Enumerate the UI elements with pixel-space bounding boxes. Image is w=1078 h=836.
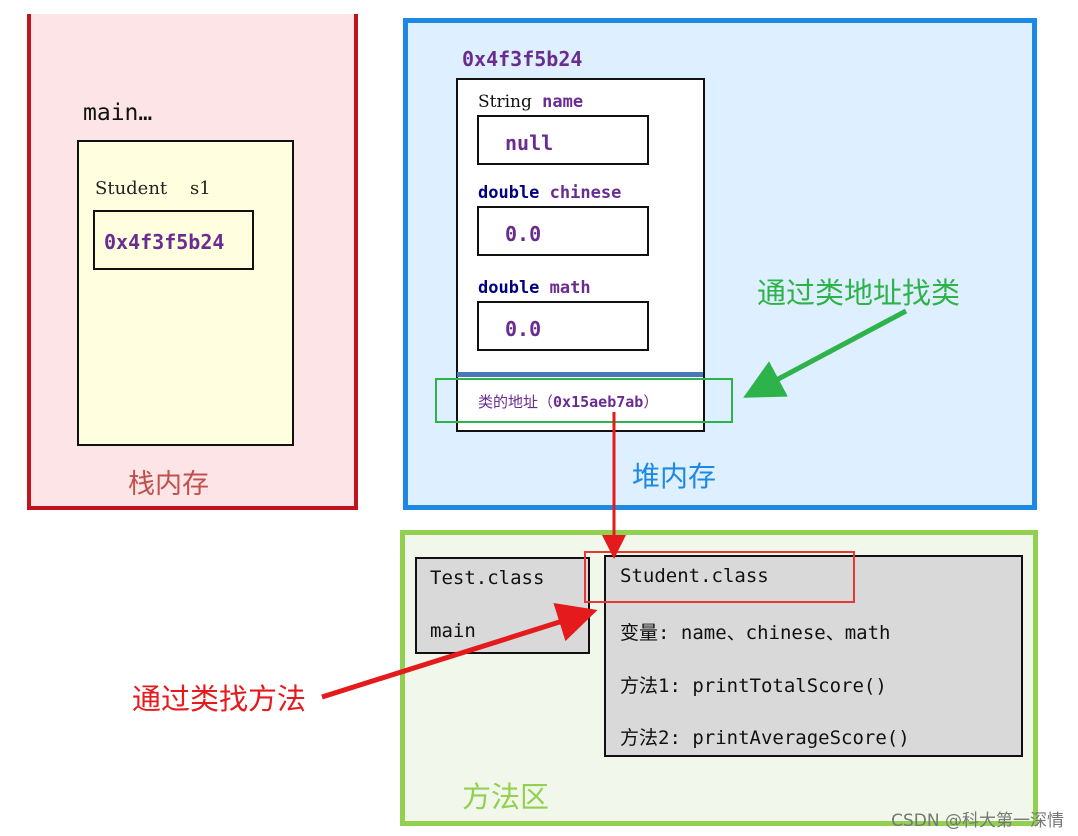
field-value-name: null	[505, 131, 554, 155]
main-stack-frame	[77, 140, 294, 446]
find-class-arrow	[743, 308, 908, 398]
credit-watermark: CSDN @科大第一深情	[891, 811, 1064, 831]
stack-function-label: main…	[83, 100, 153, 126]
field-value-box-name	[477, 115, 649, 165]
class-address-label: 类的地址（	[478, 393, 554, 411]
variable-value-box	[93, 210, 254, 270]
class-address: 类的地址（0x15aeb7ab）	[478, 391, 658, 412]
field-name: math	[549, 278, 591, 298]
student-class-method1: 方法1: printTotalScore()	[620, 675, 887, 697]
field-name: chinese	[549, 183, 622, 203]
method-area-label: 方法区	[462, 780, 550, 814]
class-address-value: 0x15aeb7ab	[553, 393, 644, 411]
student-class-variables: 变量: name、chinese、math	[620, 622, 891, 644]
field-value-box-math	[477, 301, 649, 351]
find-class-annotation: 通过类地址找类	[757, 276, 961, 310]
field-label-name: String name	[478, 92, 583, 112]
variable-value: 0x4f3f5b24	[104, 230, 225, 254]
class-address-close: ）	[643, 393, 659, 411]
find-method-arrow	[321, 602, 598, 700]
stack-region-label: 栈内存	[128, 469, 209, 500]
field-value-chinese: 0.0	[505, 222, 542, 246]
object-address: 0x4f3f5b24	[462, 47, 583, 71]
student-class-method2: 方法2: printAverageScore()	[620, 727, 910, 749]
student-class-box	[604, 555, 1023, 757]
field-value-box-chinese	[477, 206, 649, 256]
field-type: String	[478, 92, 532, 112]
variable-declaration: Student s1	[95, 178, 211, 199]
field-value-math: 0.0	[505, 317, 542, 341]
class-address-highlight	[435, 378, 733, 423]
field-label-chinese: double chinese	[478, 183, 621, 203]
heap-region-label: 堆内存	[632, 460, 717, 493]
field-name: name	[542, 92, 584, 112]
test-class-name: Test.class	[430, 567, 545, 589]
object-separator	[457, 372, 703, 377]
field-type: double	[478, 278, 540, 298]
student-class-highlight	[584, 551, 855, 603]
field-type: double	[478, 183, 540, 203]
field-label-math: double math	[478, 278, 591, 298]
test-class-method: main	[430, 620, 476, 642]
find-method-annotation: 通过类找方法	[132, 682, 307, 716]
student-class-name: Student.class	[620, 565, 769, 587]
